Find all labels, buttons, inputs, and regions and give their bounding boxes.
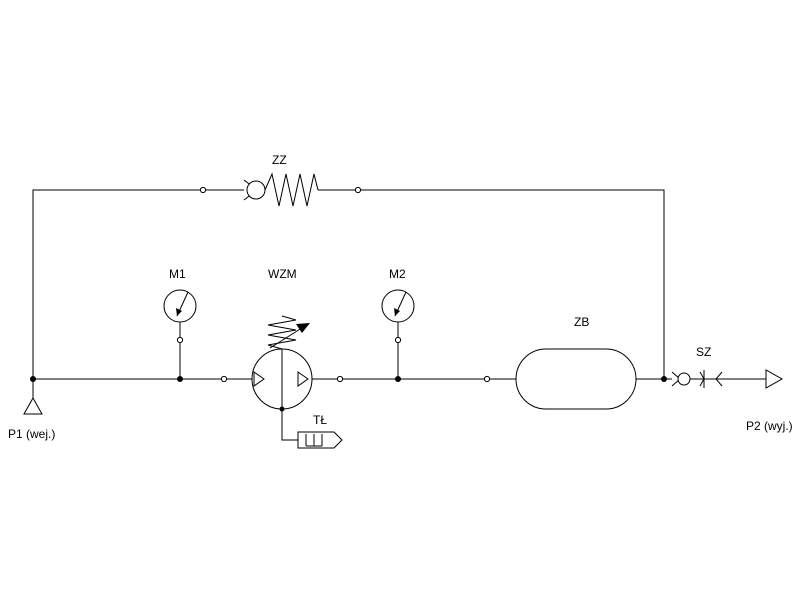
zz-spring-icon bbox=[264, 172, 319, 207]
m1-needle-tip bbox=[176, 308, 182, 316]
wzm-adjust-arrowhead bbox=[296, 323, 310, 333]
sz-coupling-icon bbox=[671, 370, 723, 388]
wzm-drain-dot bbox=[279, 406, 285, 412]
zb-reservoir-icon bbox=[515, 348, 637, 410]
m2-needle-tip bbox=[394, 308, 400, 316]
bypass-line-left bbox=[32, 189, 244, 379]
junction-dots bbox=[30, 376, 667, 382]
label-zz: ZZ bbox=[272, 153, 287, 167]
wzm-regulator-icon bbox=[251, 315, 313, 412]
label-p2: P2 (wyj.) bbox=[746, 419, 793, 433]
p2-outlet-icon bbox=[765, 369, 784, 389]
sz-chevron-left bbox=[699, 371, 705, 387]
port-zz-left bbox=[199, 186, 207, 194]
port-m2 bbox=[394, 336, 402, 344]
junction-inlet bbox=[30, 376, 36, 382]
sz-ball bbox=[677, 372, 691, 386]
wzm-arrow-right bbox=[297, 371, 309, 387]
tl-silencer-icon bbox=[297, 431, 343, 449]
port-zb-in bbox=[483, 375, 491, 383]
wzm-spring-icon bbox=[267, 315, 297, 350]
m2-gauge-icon bbox=[381, 289, 415, 323]
junction-m2 bbox=[395, 376, 401, 382]
port-circles bbox=[176, 186, 491, 383]
junction-m1 bbox=[177, 376, 183, 382]
drain-line bbox=[281, 410, 298, 441]
port-wzm-out bbox=[336, 375, 344, 383]
label-tl: TŁ bbox=[313, 413, 327, 427]
bypass-line-right bbox=[318, 189, 665, 379]
m1-gauge-icon bbox=[163, 289, 197, 323]
zz-ball bbox=[246, 180, 266, 200]
junction-outlet bbox=[661, 376, 667, 382]
port-zz-right bbox=[354, 186, 362, 194]
wzm-arrow-left bbox=[253, 371, 265, 387]
tl-body bbox=[297, 431, 343, 449]
zb-tank bbox=[515, 348, 637, 410]
label-p1: P1 (wej.) bbox=[8, 427, 55, 441]
sz-chevron-right bbox=[715, 371, 723, 387]
port-wzm-in bbox=[220, 375, 228, 383]
p1-triangle bbox=[23, 396, 43, 415]
label-m2: M2 bbox=[389, 267, 406, 281]
m1-gauge-face bbox=[163, 289, 197, 323]
label-sz: SZ bbox=[696, 345, 711, 359]
wzm-adjust-arrow bbox=[269, 325, 306, 349]
port-m1 bbox=[176, 336, 184, 344]
label-wzm: WZM bbox=[268, 267, 297, 281]
p2-triangle bbox=[765, 369, 784, 389]
p1-source-icon bbox=[23, 396, 43, 415]
label-m1: M1 bbox=[169, 267, 186, 281]
labels: ZZ M1 WZM M2 ZB SZ TŁ P1 (wej.) P2 (wyj.… bbox=[8, 153, 793, 441]
m2-gauge-face bbox=[381, 289, 415, 323]
connection-lines bbox=[32, 189, 766, 441]
label-zb: ZB bbox=[574, 315, 589, 329]
zz-check-valve-icon bbox=[243, 172, 319, 207]
